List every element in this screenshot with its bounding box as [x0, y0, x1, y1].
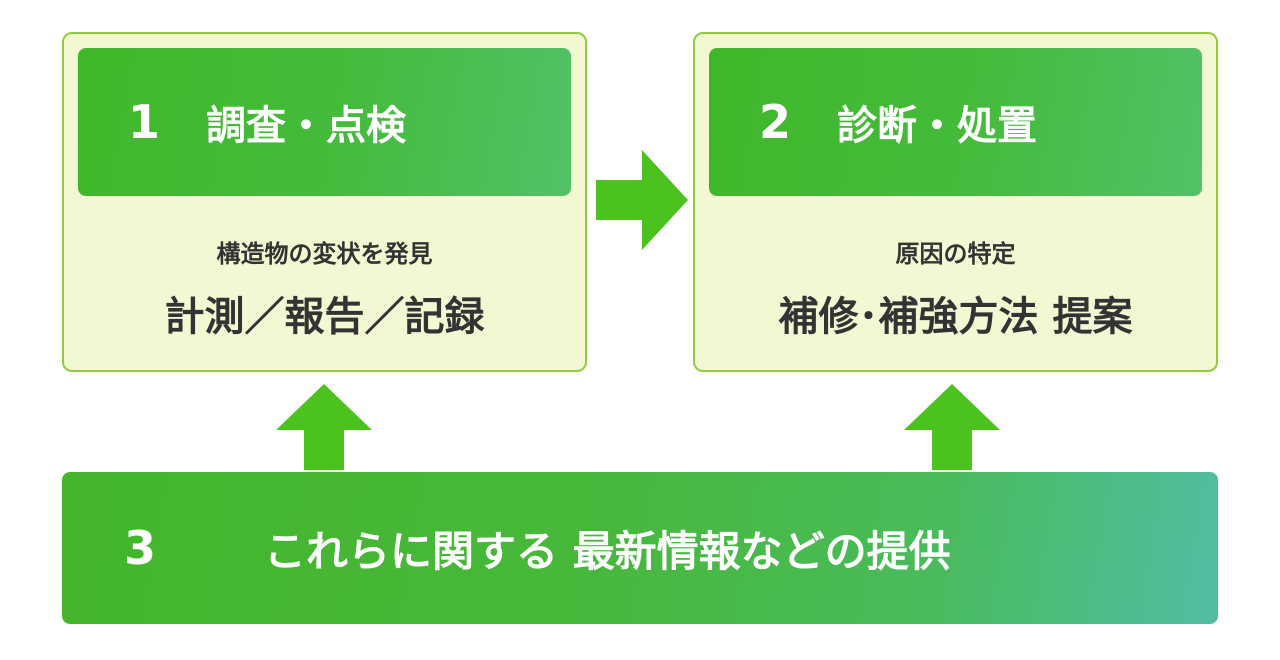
step3-text: これらに関する 最新情報などの提供 — [264, 526, 951, 576]
arrow-right-icon — [596, 150, 688, 250]
step1-detail: 計測／報告／記録 — [164, 294, 485, 340]
step1-number: 1 — [128, 95, 161, 149]
step1-box: 1 調査・点検 構造物の変状を発見 計測／報告／記録 — [62, 32, 587, 372]
step2-box: 2 診断・処置 原因の特定 補修･補強方法 提案 — [693, 32, 1218, 372]
step2-detail: 補修･補強方法 提案 — [778, 294, 1133, 340]
step2-subtitle: 原因の特定 — [895, 240, 1016, 268]
step2-number: 2 — [759, 95, 792, 149]
step1-title: 調査・点検 — [206, 103, 406, 149]
step2-header: 2 診断・処置 — [709, 48, 1202, 196]
step1-header: 1 調査・点検 — [78, 48, 571, 196]
step3-number: 3 — [124, 521, 157, 575]
step3-bar: 3 これらに関する 最新情報などの提供 — [62, 472, 1218, 624]
arrow-up-icon — [276, 384, 372, 470]
step1-subtitle: 構造物の変状を発見 — [216, 240, 433, 268]
arrow-up-icon — [904, 384, 1000, 470]
step2-title: 診断・処置 — [837, 103, 1037, 149]
